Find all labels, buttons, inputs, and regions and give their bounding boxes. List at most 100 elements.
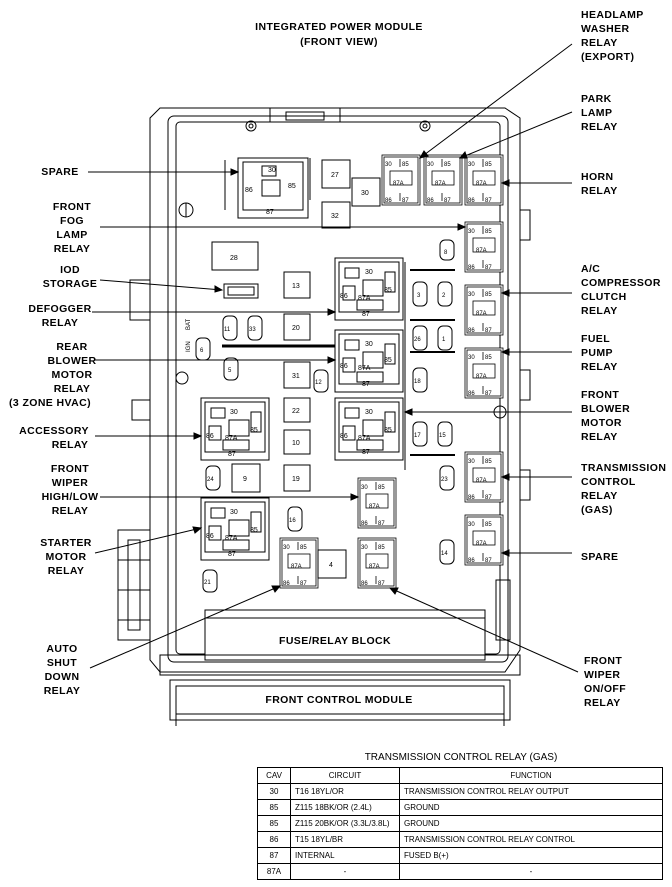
fuse-28 [211,241,259,271]
label-text: 11 [224,327,231,333]
label-text: 10 [292,440,300,447]
label-text: IGN [186,341,192,352]
label-text: SPARE [41,166,78,178]
label-text: 87 [444,198,451,204]
fuse-14 [439,539,455,565]
label-text: 87A [476,478,487,484]
label-text: 30 [365,341,373,348]
label-text: RELAY [581,185,618,197]
fuse-23 [439,465,455,491]
label-text: (GAS) [581,504,613,516]
label-text: ON/OFF [584,683,626,695]
label-text: 6 [200,348,204,354]
label-text: 4 [329,562,333,569]
front-control-module-label: FRONT CONTROL MODULE [265,694,412,706]
label-text: 85 [300,545,307,551]
label-text: 2 [442,293,446,299]
label-text: RELAY [44,685,81,697]
label-text: PUMP [581,347,613,359]
label-text: 87 [362,449,370,456]
header-cav: CAV [257,767,291,784]
table-row: 85 Z115 20BK/OR (3.3L/3.8L) GROUND [257,815,663,832]
label-text: 86 [245,187,253,194]
label-text: 85 [485,522,492,528]
label-text: 14 [441,551,448,557]
label-text: FRONT [53,201,91,213]
label-text: 87 [485,198,492,204]
label-text: 30 [385,162,392,168]
label-text: WIPER [52,477,88,489]
label-text: 30 [365,269,373,276]
label-text: CONTROL [581,476,636,488]
table-row: 86 T15 18YL/BR TRANSMISSION CONTROL RELA… [257,831,663,848]
label-text: 86 [468,495,475,501]
label-text: 87A [435,181,446,187]
label-text: 86 [468,328,475,334]
label-text: 87 [378,521,385,527]
fuse-1 [437,325,453,351]
label-text: 87 [402,198,409,204]
label-text: 8 [444,250,448,256]
label-text: 87 [362,311,370,318]
label-text: 30 [468,355,475,361]
label-text: 31 [292,373,300,380]
label-text: 30 [361,190,369,197]
label-text: 87A [358,365,371,372]
label-text: 87 [378,581,385,587]
label-text: 87A [225,435,238,442]
label-text: (3 ZONE HVAC) [9,397,91,409]
table-row: 87A - - [257,863,663,880]
label-text: 85 [250,427,258,434]
table-row: 85 Z115 18BK/OR (2.4L) GROUND [257,799,663,816]
table-row: 87 INTERNAL FUSED B(+) [257,847,663,864]
label-text: 5 [228,368,232,374]
title-line-1: INTEGRATED POWER MODULE [255,21,423,33]
label-text: ACCESSORY [19,425,89,437]
label-text: 85 [485,459,492,465]
label-text: 30 [468,292,475,298]
transmission-relay-table: CAV CIRCUIT FUNCTION 30 T16 18YL/OR TRAN… [257,767,663,880]
label-text: FOG [60,215,84,227]
label-text: 85 [485,292,492,298]
fuse-9 [231,463,261,493]
label-text: PARK [581,93,612,105]
fuse-22 [283,397,311,423]
front-blower-relay: 30 86 87A 85 87 [334,397,404,461]
fuse-33 [247,315,263,341]
label-text: 85 [485,162,492,168]
label-text: FRONT [584,655,622,667]
table-title: TRANSMISSION CONTROL RELAY (GAS) [364,752,558,763]
label-text: 30 [468,229,475,235]
label-text: RELAY [54,383,91,395]
label-text: WIPER [584,669,620,681]
label-text: 87A [476,181,487,187]
defogger-relay: 30 86 87A 85 87 [334,257,404,321]
label-text: 87 [485,328,492,334]
ac-clutch-relay: 30 85 87A 86 87 [464,284,504,336]
label-text: 86 [427,198,434,204]
label-text: BAT [186,318,192,330]
label-text: SPARE [581,551,618,563]
label-text: 87A [369,504,380,510]
label-text: 87 [485,495,492,501]
label-text: 85 [378,485,385,491]
fuse-3 [412,281,428,307]
label-text: 85 [384,357,392,364]
label-text: DOWN [45,671,80,683]
label-text: 87A [476,311,487,317]
label-text: 86 [283,581,290,587]
label-text: SHUT [47,657,77,669]
label-text: 87A [358,295,371,302]
label-text: RELAY [52,505,89,517]
label-text: RELAY [52,439,89,451]
fuse-relay-block-label: FUSE/RELAY BLOCK [279,635,391,647]
label-text: 1 [442,337,446,343]
label-text: RELAY [581,361,618,373]
label-text: 23 [441,477,448,483]
label-text: FRONT [51,463,89,475]
